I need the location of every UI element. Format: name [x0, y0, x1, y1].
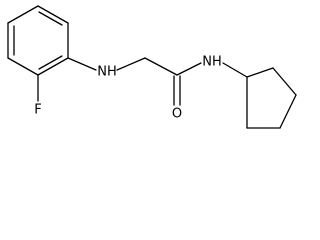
- fluorine-label: F: [34, 103, 41, 118]
- ch2-carbonyl-bond: [144, 57, 178, 76]
- ring-bond: [7, 5, 39, 24]
- ring-bond: [279, 94, 297, 129]
- ring-bond: [37, 5, 69, 24]
- cyclopentyl-ring: [246, 67, 297, 129]
- ring-bond: [7, 57, 39, 76]
- amine-label: NH: [97, 65, 117, 80]
- ring-bond: [246, 67, 274, 78]
- fluorophenyl-ring: [7, 5, 69, 76]
- ring-bond: [37, 57, 69, 76]
- molecule-structure: F NH O NH: [7, 5, 297, 129]
- ring-double-bond: [38, 55, 63, 70]
- carbonyl-n-bond: [176, 62, 202, 76]
- amide-nh-label: NH: [202, 55, 222, 70]
- ring-n-bond: [67, 57, 97, 71]
- n-cyclopentyl-bond: [222, 62, 248, 78]
- ring-bond: [272, 67, 297, 96]
- n-ch2-bond: [116, 57, 146, 71]
- carbonyl-oxygen-label: O: [172, 107, 182, 122]
- ring-double-bond: [38, 11, 63, 26]
